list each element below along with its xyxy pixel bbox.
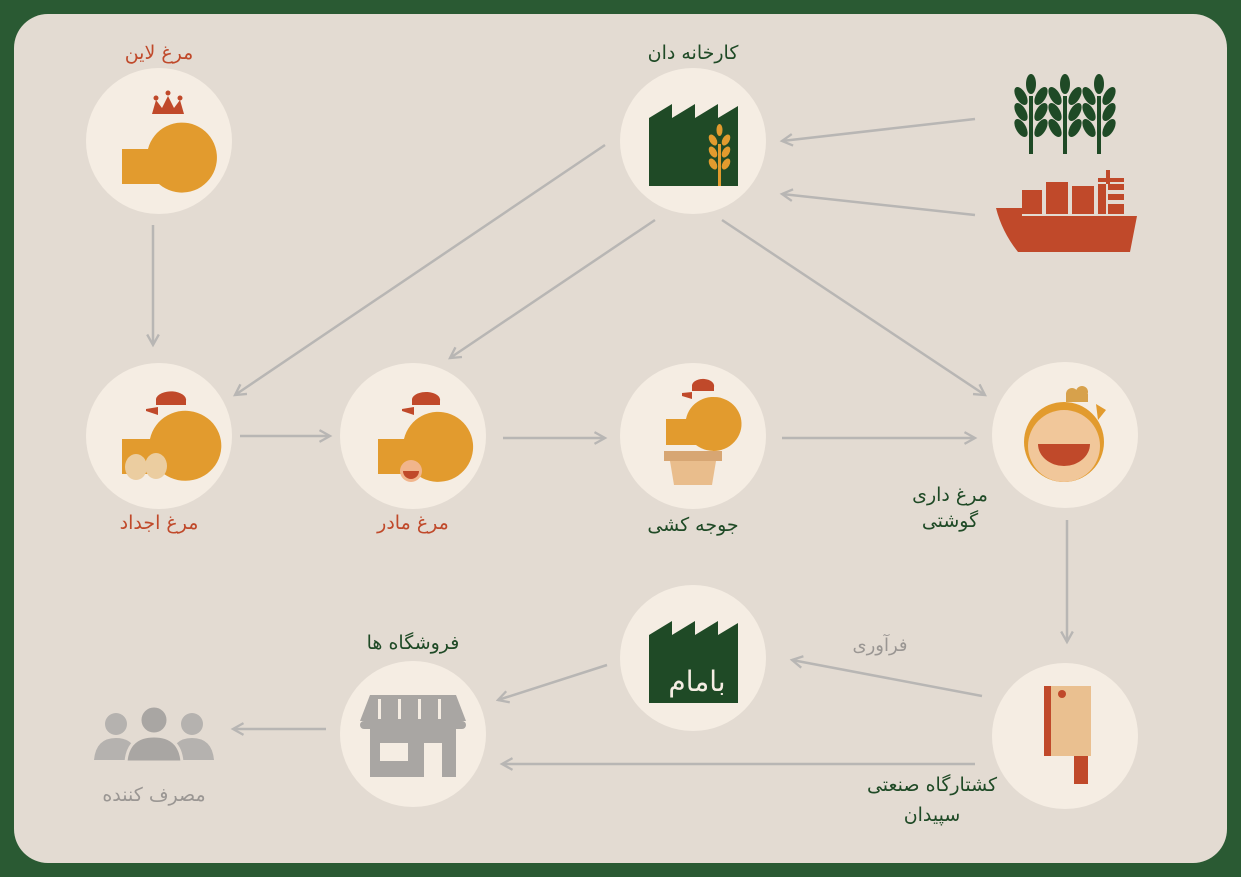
label-line-hen: مرغ لاین [124, 42, 194, 64]
chicken-face-icon [1024, 386, 1106, 482]
node-hatchery [620, 363, 766, 509]
label-feed-mill: کارخانه دان [647, 42, 739, 64]
label-parent-hen: مرغ مادر [377, 512, 449, 534]
node-grandparent-hen [86, 363, 232, 509]
wheat-icon [1014, 74, 1119, 154]
label-broiler-farm-line2: گوشتی [921, 510, 979, 532]
store-icon [360, 695, 466, 777]
node-slaughterhouse [992, 663, 1138, 809]
node-feed-mill [620, 68, 766, 214]
factory-logo-icon: بامام [649, 621, 738, 703]
eggs-icon [125, 453, 167, 480]
hen-icon [378, 391, 474, 482]
chick-icon [400, 455, 422, 482]
basket-icon [664, 451, 722, 485]
node-broiler-farm [992, 362, 1138, 508]
wheat-icon [708, 124, 731, 186]
label-slaughterhouse-line1: کشتارگاه صنعتی [866, 774, 998, 796]
chick-icon [664, 378, 742, 485]
people-icon [94, 704, 214, 764]
arrow-processing-to-stores [498, 663, 608, 700]
node-line-hen [86, 68, 232, 214]
processing-logo-text: بامام [668, 665, 725, 698]
label-stores: فروشگاه ها [366, 632, 460, 654]
arrow-feedmill-to-grandparent [235, 143, 606, 395]
arrow-feedmill-to-parent [450, 218, 656, 358]
label-slaughterhouse: کشتارگاه صنعتی سپیدان [842, 772, 1022, 828]
label-slaughterhouse-line2: سپیدان [903, 804, 961, 826]
label-consumer: مصرف کننده [102, 784, 206, 806]
arrow-wheat-to-feedmill [782, 117, 976, 141]
label-grandparent-hen: مرغ اجداد [119, 512, 199, 534]
label-broiler-farm-line1: مرغ داری [912, 484, 988, 506]
label-processing: فرآوری [852, 635, 908, 656]
node-stores [340, 661, 486, 807]
factory-wheat-icon [649, 104, 738, 186]
node-processing-factory: بامام [620, 585, 766, 731]
arrow-slaughter-to-processing [792, 660, 983, 698]
label-broiler-farm: مرغ داری گوشتی [880, 482, 1020, 534]
label-hatchery: جوجه کشی [647, 514, 739, 536]
arrow-feedmill-to-broiler [721, 218, 985, 395]
crown-icon [152, 90, 184, 114]
node-parent-hen [340, 363, 486, 509]
hen-icon [122, 391, 222, 481]
arrow-ship-to-feedmill [782, 194, 976, 217]
hen-icon [122, 90, 217, 193]
ship-icon [996, 170, 1137, 252]
cleaver-icon [1044, 686, 1091, 784]
